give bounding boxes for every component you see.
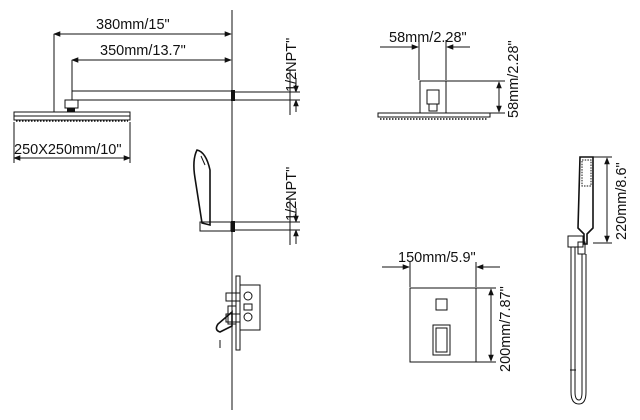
dim-label-overall-arm: 380mm/15" bbox=[96, 17, 170, 33]
handshower-bracket-front-view bbox=[193, 149, 285, 232]
dimension-bottom-npt: 1/2NPT" bbox=[284, 167, 300, 245]
dim-label-head-side-height: 58mm/2.28" bbox=[506, 40, 522, 118]
dim-label-valve-plate-width: 150mm/5.9" bbox=[398, 250, 476, 266]
shower-head-front-view bbox=[13, 90, 285, 122]
dimension-overall-arm: 380mm/15" bbox=[53, 17, 232, 112]
dim-label-top-npt: 1/2NPT" bbox=[284, 38, 300, 92]
dim-label-bottom-npt: 1/2NPT" bbox=[284, 167, 300, 221]
handshower-with-hose: 220mm/8.6" bbox=[567, 156, 630, 405]
dimension-arm-reach: 350mm/13.7" bbox=[71, 43, 232, 97]
dimension-top-npt: 1/2NPT" bbox=[284, 38, 300, 115]
dimension-head-size: 250X250mm/10" bbox=[13, 122, 131, 163]
dim-label-valve-plate-height: 200mm/7.87" bbox=[498, 286, 514, 372]
shower-head-side-view: 58mm/2.28" 58mm/2.28" bbox=[377, 30, 522, 120]
dim-label-arm-reach: 350mm/13.7" bbox=[100, 43, 186, 59]
dim-label-head-size: 250X250mm/10" bbox=[14, 142, 122, 158]
dim-label-head-side-width: 58mm/2.28" bbox=[389, 30, 467, 46]
valve-plate-front-view: 150mm/5.9" 200mm/7.87" bbox=[382, 250, 514, 372]
handshower-spray-face bbox=[581, 159, 592, 187]
dim-label-handshower-length: 220mm/8.6" bbox=[614, 162, 630, 240]
valve-side-view bbox=[215, 275, 261, 351]
